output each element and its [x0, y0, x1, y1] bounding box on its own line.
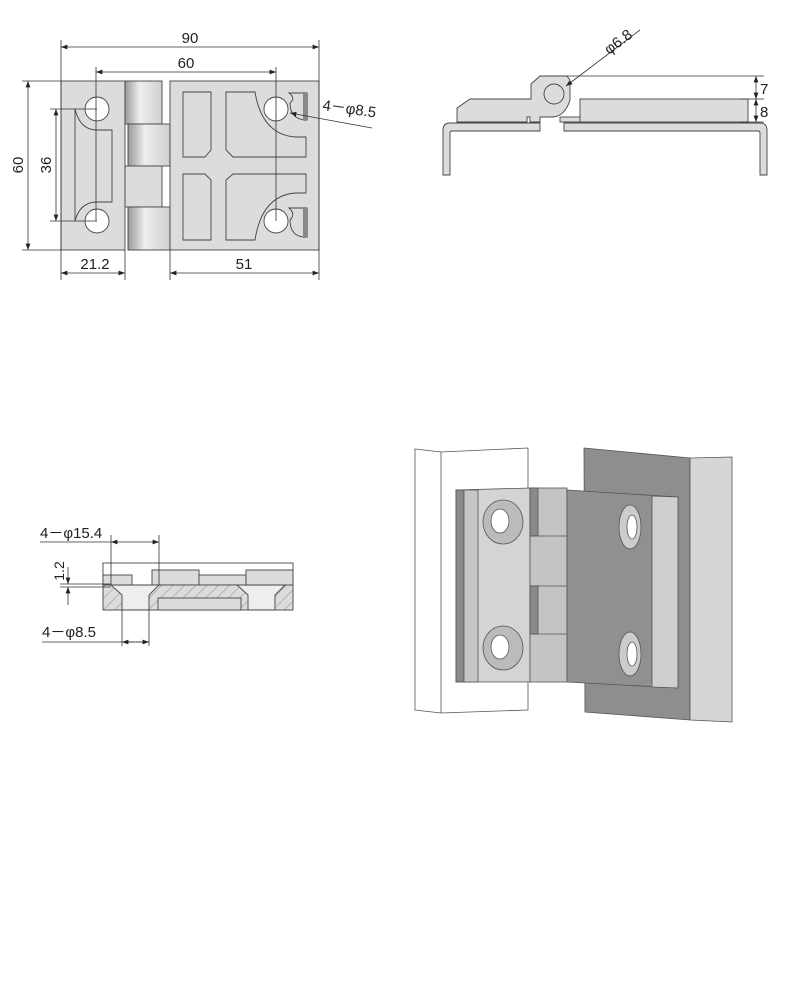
dim-lower-height: 8	[760, 104, 768, 121]
dim-upper-height: 7	[760, 81, 768, 98]
right-leaf-profile	[579, 98, 749, 123]
dim-hole-spacing-y: 36	[38, 157, 55, 174]
right-leaf	[169, 80, 320, 251]
mount-bracket-right	[563, 122, 768, 176]
knuckle-lower	[124, 165, 163, 208]
side-view: φ6.8 7 8	[442, 26, 768, 176]
isometric-view	[414, 447, 733, 723]
countersink-callout: 4－φ15.4	[40, 525, 102, 542]
dim-overall-height: 60	[10, 157, 27, 174]
hole-callout: 4－φ8.5	[321, 97, 377, 121]
top-view: 90 60 60 36 21.2 51 4－φ8.5	[10, 30, 377, 280]
pin	[543, 83, 565, 105]
mount-bracket-left	[442, 122, 541, 176]
pin-diameter: φ6.8	[601, 26, 636, 58]
knuckle-upper	[124, 80, 163, 125]
dim-overall-width: 90	[182, 30, 199, 47]
dim-hole-spacing-x: 60	[178, 55, 195, 72]
knuckle-mid	[127, 123, 171, 167]
section-view: 4－φ15.4 1.2 4－φ8.5	[40, 525, 294, 646]
countersunk-holes	[482, 499, 642, 677]
countersink-depth: 1.2	[51, 561, 67, 581]
knuckle-bottom	[127, 206, 171, 251]
section-hole-callout: 4－φ8.5	[42, 624, 96, 641]
left-leaf-profile	[456, 75, 571, 123]
dim-right-leaf-width: 51	[236, 256, 253, 273]
dim-left-leaf-width: 21.2	[80, 256, 109, 273]
